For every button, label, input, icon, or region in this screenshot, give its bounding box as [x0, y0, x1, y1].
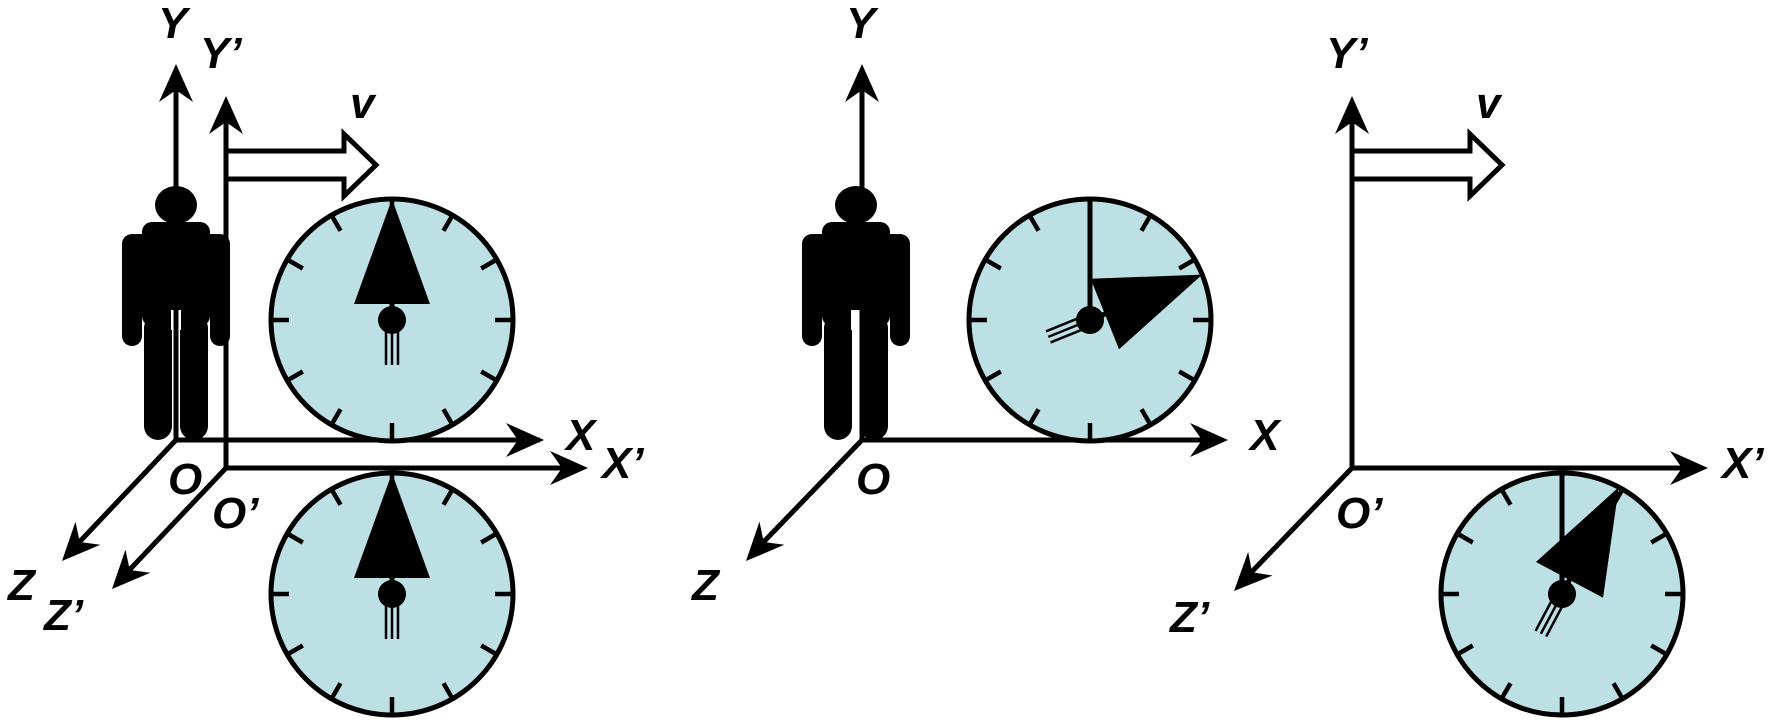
origin-label-prime: O’ [1336, 489, 1383, 538]
velocity-arrow-icon [226, 134, 376, 196]
axis-label-z-prime: Z’ [42, 591, 84, 640]
clock-icon [969, 199, 1216, 441]
velocity-arrow-icon [1352, 134, 1502, 196]
origin-label-prime: O’ [212, 489, 259, 538]
axis-label-x: X [1247, 411, 1282, 460]
axis-label-y: Y [846, 0, 879, 48]
axes-s [750, 72, 1222, 556]
clock-icon [1441, 469, 1683, 715]
axis-label-y: Y [158, 0, 191, 48]
clock-icon [271, 473, 513, 715]
panel-left: Y Y’ v X X’ O O’ Z Z’ [6, 0, 644, 715]
panel-middle: Y X O Z [690, 0, 1282, 610]
axis-label-y-prime: Y’ [1326, 29, 1368, 78]
axis-label-y-prime: Y’ [200, 29, 242, 78]
axes-s [66, 72, 540, 556]
origin-label: O [856, 455, 890, 504]
velocity-label: v [1476, 79, 1503, 128]
velocity-label: v [350, 79, 377, 128]
axis-label-x-prime: X’ [1719, 439, 1764, 488]
axis-label-z: Z [6, 561, 37, 610]
panel-right: Y’ v X’ O’ Z’ [1168, 29, 1764, 715]
axis-label-z-prime: Z’ [1168, 593, 1210, 642]
axis-label-z: Z [690, 561, 721, 610]
axis-label-x: X [563, 411, 598, 460]
origin-label: O [168, 455, 202, 504]
clock-icon [271, 199, 513, 441]
person-icon [802, 186, 910, 440]
axis-label-x-prime: X’ [599, 439, 644, 488]
